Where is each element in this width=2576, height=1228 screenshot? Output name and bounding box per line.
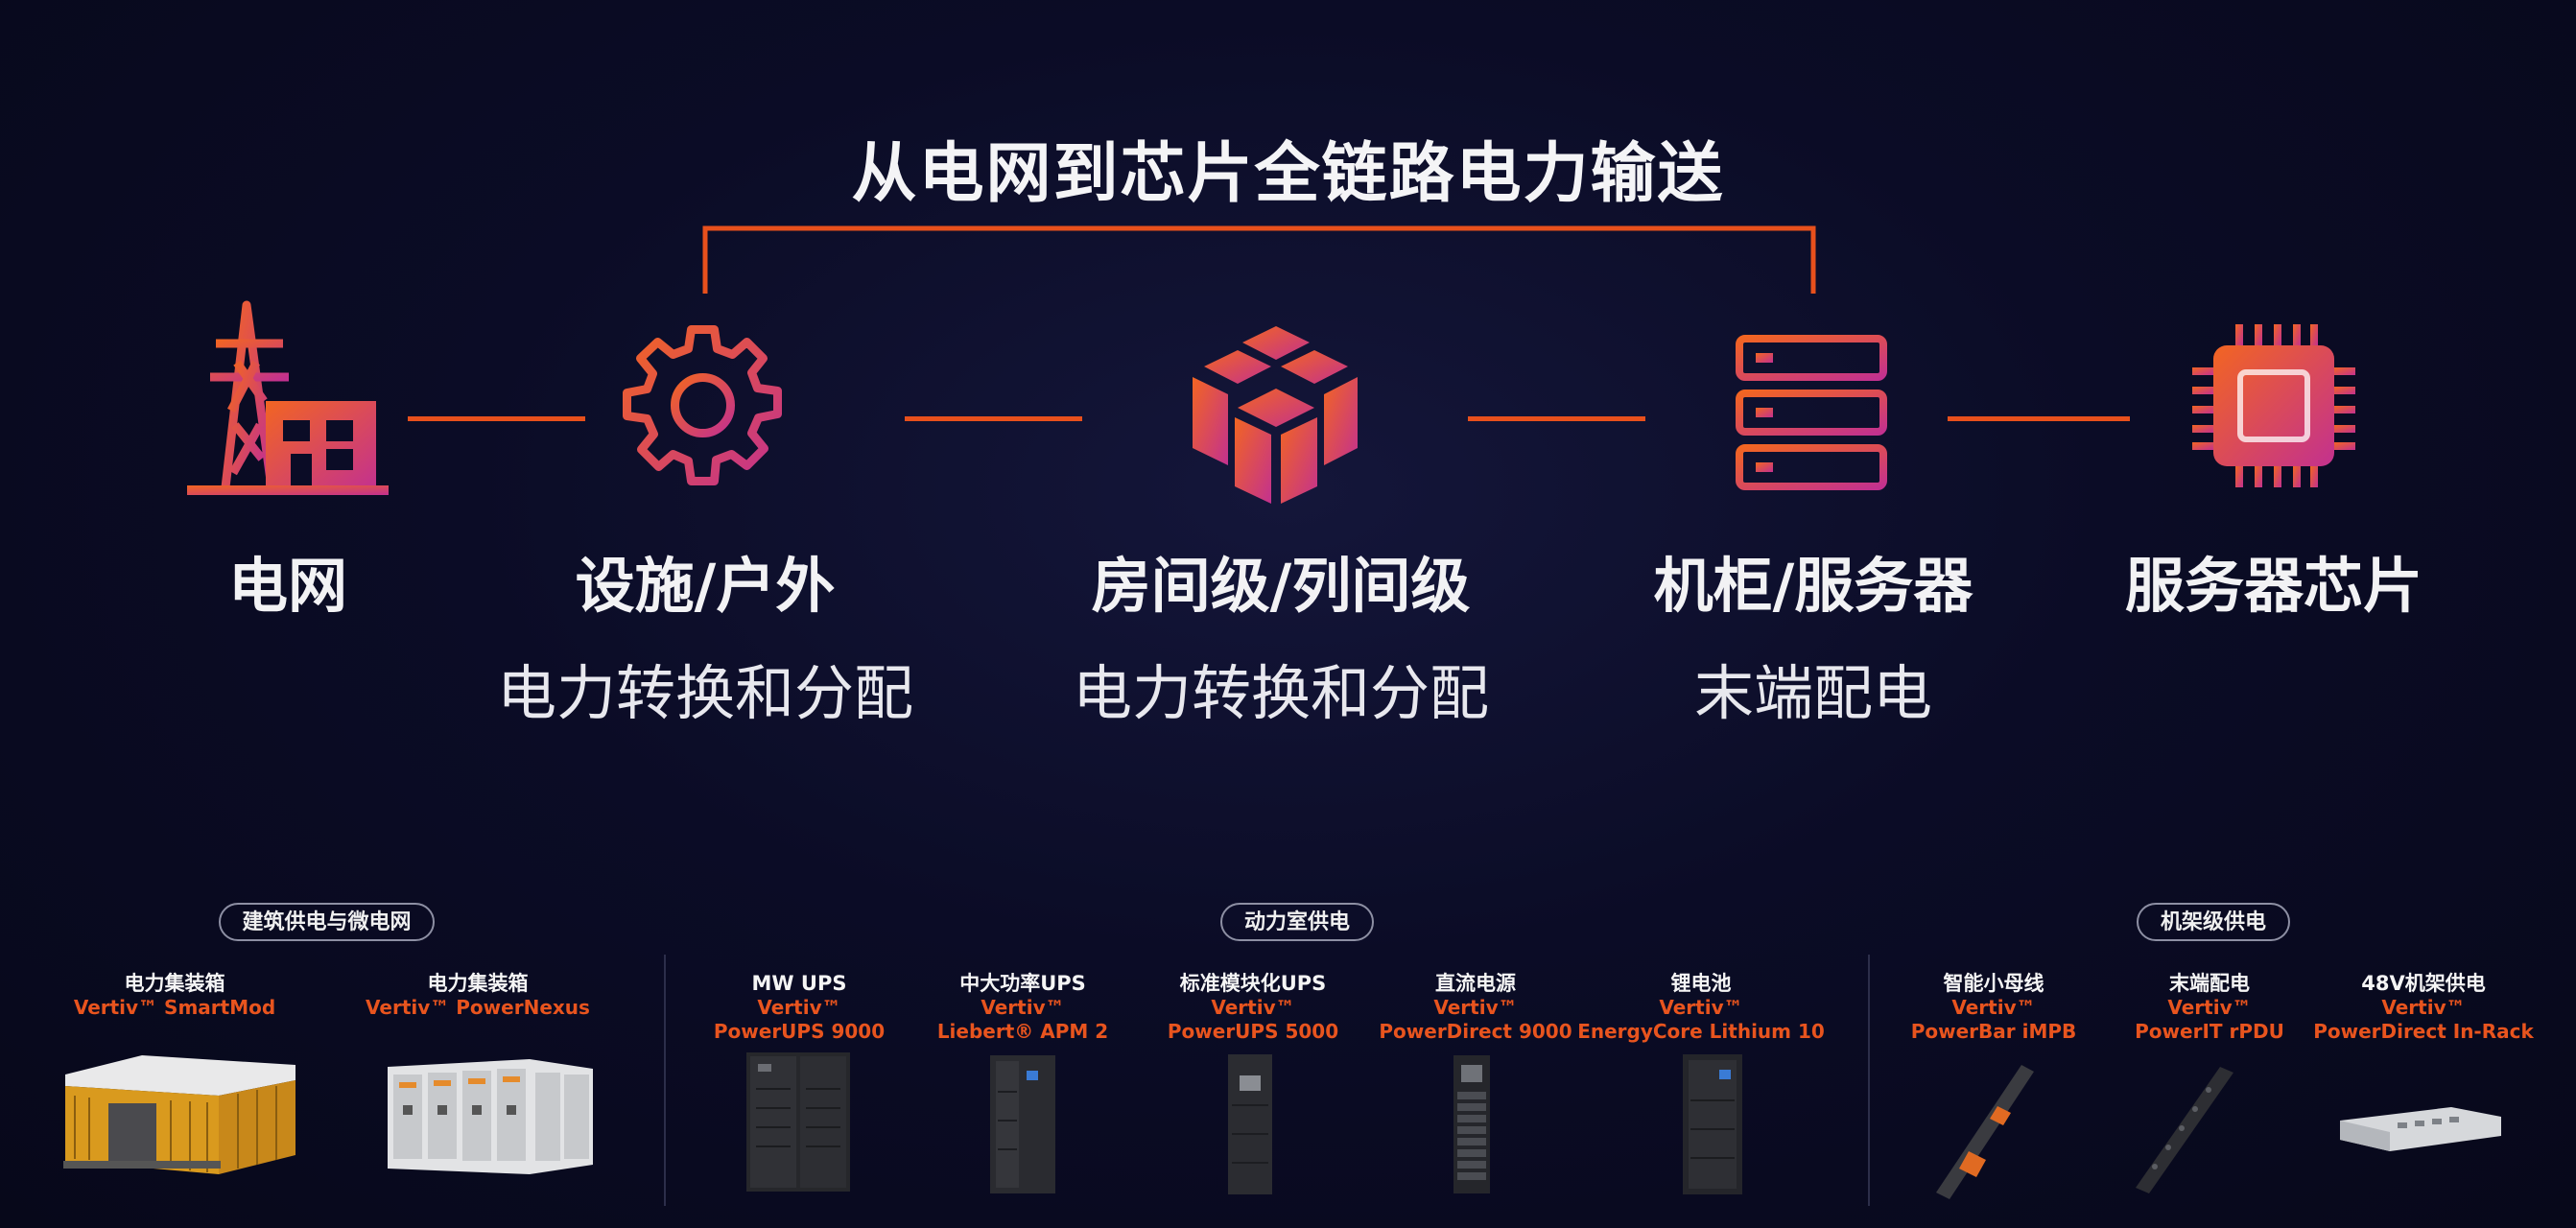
product-item: 标准模块化UPS Vertiv™ PowerUPS 5000 <box>1128 971 1378 1044</box>
product-model: PowerBar iMPB <box>1910 1020 2077 1043</box>
busway-image <box>1930 1060 2036 1208</box>
product-brand: Vertiv™ PowerNexus <box>366 996 590 1019</box>
product-brand: Vertiv™ <box>2167 996 2252 1019</box>
product-name: 中大功率UPS <box>959 972 1086 995</box>
stage-subtitle: 电力转换和分配 <box>1072 658 1489 728</box>
product-item: MW UPS Vertiv™ PowerUPS 9000 <box>674 971 924 1044</box>
container-image <box>56 1048 300 1186</box>
product-brand: Vertiv™ <box>981 996 1065 1019</box>
page-title: 从电网到芯片全链路电力输送 <box>851 136 1725 212</box>
stage-name: 房间级/列间级 <box>1091 551 1471 621</box>
connector-line <box>408 416 585 421</box>
section-divider <box>664 955 666 1206</box>
category-pill: 建筑供电与微电网 <box>219 903 435 941</box>
modular-ups-image <box>1226 1052 1274 1200</box>
product-item: 电力集装箱 Vertiv™ SmartMod <box>50 971 299 1020</box>
server-rack-icon <box>1735 334 1888 496</box>
stage-subtitle: 电力转换和分配 <box>496 658 913 728</box>
scope-bracket <box>702 225 1816 294</box>
power-grid-icon <box>187 295 389 501</box>
dc-power-image <box>1452 1053 1492 1199</box>
stage-subtitle: 末端配电 <box>1693 658 1932 728</box>
product-name: 锂电池 <box>1670 972 1732 995</box>
connector-line <box>905 416 1082 421</box>
connector-line <box>1948 416 2130 421</box>
product-brand: Vertiv™ <box>1659 996 1743 1019</box>
connector-line <box>1468 416 1645 421</box>
product-brand: Vertiv™ <box>1211 996 1295 1019</box>
product-name: 电力集装箱 <box>124 972 225 995</box>
product-item: 直流电源 Vertiv™ PowerDirect 9000 <box>1351 971 1600 1044</box>
product-name: 直流电源 <box>1435 972 1516 995</box>
product-model: EnergyCore Lithium 10 <box>1577 1020 1825 1043</box>
stage-name: 设施/户外 <box>575 551 836 621</box>
cubes-icon <box>1185 321 1372 512</box>
gear-icon <box>619 324 787 496</box>
product-item: 电力集装箱 Vertiv™ PowerNexus <box>353 971 603 1020</box>
product-item: 智能小母线 Vertiv™ PowerBar iMPB <box>1869 971 2118 1044</box>
product-model: PowerUPS 9000 <box>713 1020 886 1043</box>
product-model: PowerDirect 9000 <box>1379 1020 1572 1043</box>
product-brand: Vertiv™ <box>757 996 841 1019</box>
product-model: Liebert® APM 2 <box>936 1020 1109 1043</box>
rpdu-image <box>2132 1063 2237 1201</box>
product-brand: Vertiv™ <box>1951 996 2036 1019</box>
ups-cabinet-image <box>744 1051 855 1198</box>
ups-tower-image <box>988 1053 1057 1199</box>
product-item: 锂电池 Vertiv™ EnergyCore Lithium 10 <box>1576 971 1826 1044</box>
product-name: 末端配电 <box>2169 972 2250 995</box>
switchgear-image <box>386 1057 595 1181</box>
product-brand: Vertiv™ <box>2381 996 2466 1019</box>
battery-cabinet-image <box>1681 1052 1744 1200</box>
stage-name: 电网 <box>227 551 347 621</box>
chip-icon <box>2187 319 2360 496</box>
product-name: 48V机架供电 <box>2361 972 2486 995</box>
stage-name: 机柜/服务器 <box>1653 551 1973 621</box>
product-item: 中大功率UPS Vertiv™ Liebert® APM 2 <box>898 971 1147 1044</box>
product-brand: Vertiv™ <box>1433 996 1518 1019</box>
product-model: PowerDirect In-Rack <box>2313 1020 2534 1043</box>
category-pill: 机架级供电 <box>2137 903 2290 941</box>
category-pill: 动力室供电 <box>1220 903 1374 941</box>
product-brand: Vertiv™ SmartMod <box>73 996 276 1019</box>
rack-power-shelf-image <box>2336 1101 2504 1163</box>
product-name: 电力集装箱 <box>427 972 529 995</box>
product-model: PowerIT rPDU <box>2135 1020 2284 1043</box>
product-name: 标准模块化UPS <box>1179 972 1327 995</box>
product-name: 智能小母线 <box>1943 972 2044 995</box>
stage-name: 服务器芯片 <box>2124 551 2422 621</box>
product-name: MW UPS <box>751 972 847 995</box>
section-divider <box>1868 955 1870 1206</box>
product-item: 末端配电 Vertiv™ PowerIT rPDU <box>2085 971 2334 1044</box>
product-item: 48V机架供电 Vertiv™ PowerDirect In-Rack <box>2299 971 2548 1044</box>
product-model: PowerUPS 5000 <box>1167 1020 1339 1043</box>
